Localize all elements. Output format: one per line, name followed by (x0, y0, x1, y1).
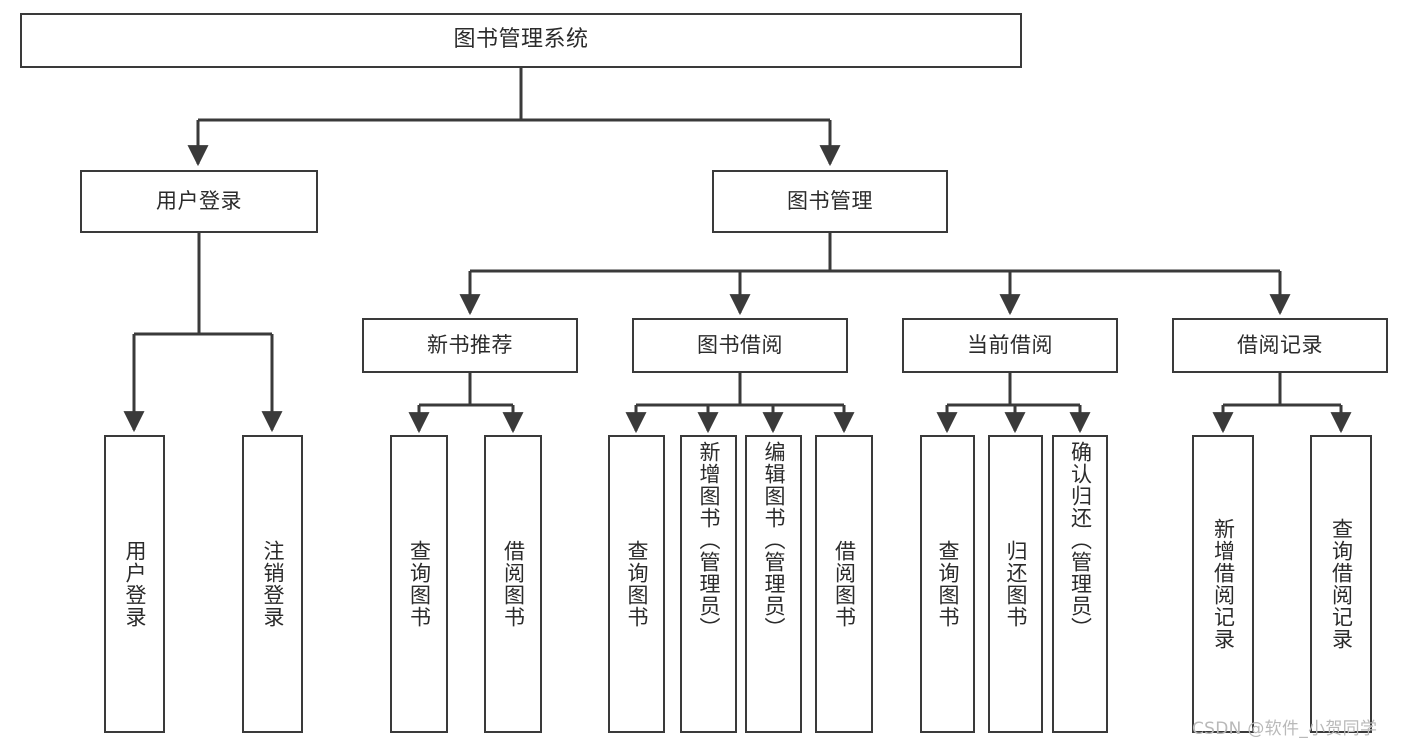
node-borrow-record-label: 借阅记录 (1237, 332, 1323, 357)
node-leaf-edit-book-label: 编辑图书（管理员） (762, 441, 786, 639)
node-current-borrow[interactable]: 当前借阅 (902, 318, 1118, 373)
node-leaf-borrow-book-2-label: 借阅图书 (832, 540, 857, 628)
node-leaf-logout[interactable]: 注销登录 (242, 435, 303, 733)
node-leaf-add-book-label: 新增图书（管理员） (697, 441, 721, 639)
node-leaf-add-record-label: 新增借阅记录 (1211, 518, 1236, 650)
node-leaf-borrow-book-2[interactable]: 借阅图书 (815, 435, 873, 733)
node-leaf-query-book-3[interactable]: 查询图书 (920, 435, 975, 733)
node-leaf-query-book-3-label: 查询图书 (936, 540, 960, 628)
node-borrow-record[interactable]: 借阅记录 (1172, 318, 1388, 373)
node-leaf-add-record[interactable]: 新增借阅记录 (1192, 435, 1254, 733)
node-book-borrow-label: 图书借阅 (697, 332, 783, 357)
node-current-borrow-label: 当前借阅 (967, 332, 1053, 357)
node-user-login[interactable]: 用户登录 (80, 170, 318, 233)
node-book-borrow[interactable]: 图书借阅 (632, 318, 848, 373)
node-leaf-query-book-1-label: 查询图书 (407, 540, 432, 628)
node-leaf-logout-label: 注销登录 (261, 540, 285, 628)
node-leaf-query-book-2-label: 查询图书 (625, 540, 649, 628)
node-leaf-return-book[interactable]: 归还图书 (988, 435, 1043, 733)
node-book-manage-label: 图书管理 (787, 188, 873, 213)
node-root-label: 图书管理系统 (453, 27, 589, 53)
node-leaf-query-record[interactable]: 查询借阅记录 (1310, 435, 1372, 733)
node-user-login-label: 用户登录 (156, 188, 242, 213)
node-new-book-recommend[interactable]: 新书推荐 (362, 318, 578, 373)
node-leaf-query-book-2[interactable]: 查询图书 (608, 435, 665, 733)
node-new-book-recommend-label: 新书推荐 (427, 332, 513, 357)
node-leaf-confirm-return[interactable]: 确认归还（管理员） (1052, 435, 1108, 733)
node-leaf-confirm-return-label: 确认归还（管理员） (1068, 441, 1093, 639)
node-leaf-user-login-label: 用户登录 (123, 540, 147, 628)
node-leaf-borrow-book-1-label: 借阅图书 (501, 540, 526, 628)
node-leaf-query-book-1[interactable]: 查询图书 (390, 435, 448, 733)
node-book-manage[interactable]: 图书管理 (712, 170, 948, 233)
node-leaf-borrow-book-1[interactable]: 借阅图书 (484, 435, 542, 733)
node-leaf-return-book-label: 归还图书 (1004, 540, 1028, 628)
node-leaf-add-book[interactable]: 新增图书（管理员） (680, 435, 737, 733)
node-root[interactable]: 图书管理系统 (20, 13, 1022, 68)
csdn-watermark: CSDN @软件_小贺同学 (1192, 719, 1378, 739)
node-leaf-user-login[interactable]: 用户登录 (104, 435, 165, 733)
node-leaf-edit-book[interactable]: 编辑图书（管理员） (745, 435, 802, 733)
node-leaf-query-record-label: 查询借阅记录 (1329, 518, 1354, 650)
